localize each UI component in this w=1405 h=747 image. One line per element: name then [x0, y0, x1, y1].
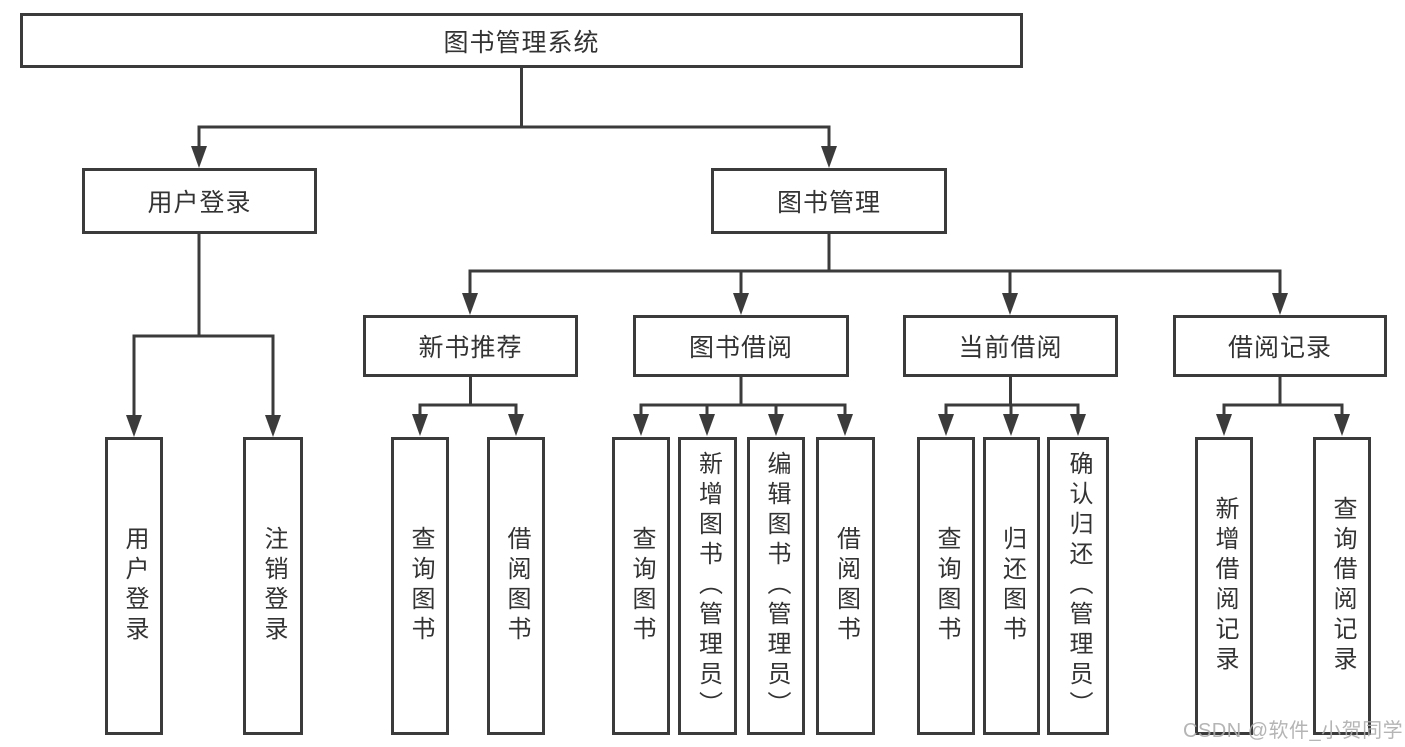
- leaf-query-books-current-label: 查询图书: [933, 526, 960, 646]
- leaf-user-login-label: 用户登录: [121, 526, 148, 646]
- leaf-query-books-borrowing: 查询图书: [612, 437, 670, 735]
- leaf-query-books-recommend-label: 查询图书: [407, 526, 434, 646]
- connector-current-borrowing-to-leaves: [938, 377, 1086, 436]
- leaf-add-borrow-record-label: 新增借阅记录: [1211, 496, 1238, 676]
- node-borrowing-records-label: 借阅记录: [1227, 334, 1332, 362]
- watermark: CSDN @软件_小贺同学: [1183, 720, 1404, 742]
- leaf-return-books-label: 归还图书: [998, 526, 1026, 646]
- leaf-borrow-books-borrowing: 借阅图书: [816, 437, 875, 735]
- leaf-borrow-books-recommend: 借阅图书: [487, 437, 545, 735]
- node-book-borrowing-label: 图书借阅: [688, 334, 793, 362]
- leaf-logout: 注销登录: [243, 437, 303, 735]
- leaf-confirm-return-admin: 确认归还（管理员）: [1047, 437, 1109, 735]
- leaf-borrow-books-borrowing-label: 借阅图书: [832, 526, 860, 646]
- node-book-management-label: 图书管理: [776, 189, 881, 217]
- leaf-return-books: 归还图书: [983, 437, 1040, 735]
- leaf-query-books-current: 查询图书: [917, 437, 975, 735]
- leaf-edit-book-admin-label: 编辑图书（管理员）: [763, 451, 790, 721]
- leaf-add-book-admin: 新增图书（管理员）: [678, 437, 737, 735]
- node-root-label: 图书管理系统: [443, 28, 600, 57]
- node-new-book-recommend-label: 新书推荐: [418, 334, 523, 362]
- node-book-management: 图书管理: [711, 168, 947, 234]
- leaf-borrow-books-recommend-label: 借阅图书: [503, 526, 530, 646]
- connector-user-login-to-leaves: [126, 234, 281, 437]
- node-book-borrowing: 图书借阅: [633, 315, 849, 377]
- connector-borrowing-records-to-leaves: [1216, 377, 1350, 436]
- node-user-login: 用户登录: [82, 168, 317, 234]
- connector-root-to-level2: [191, 68, 837, 168]
- connector-new-book-recommend-to-leaves: [412, 377, 524, 436]
- leaf-add-book-admin-label: 新增图书（管理员）: [694, 451, 722, 721]
- leaf-logout-label: 注销登录: [260, 526, 287, 646]
- node-current-borrowing: 当前借阅: [903, 315, 1118, 377]
- node-borrowing-records: 借阅记录: [1173, 315, 1387, 377]
- leaf-query-books-borrowing-label: 查询图书: [628, 526, 655, 646]
- leaf-user-login: 用户登录: [105, 437, 163, 735]
- node-current-borrowing-label: 当前借阅: [958, 334, 1063, 362]
- leaf-confirm-return-admin-label: 确认归还（管理员）: [1065, 451, 1092, 721]
- connector-book-management-to-level3: [462, 234, 1288, 315]
- node-root: 图书管理系统: [20, 13, 1023, 68]
- leaf-edit-book-admin: 编辑图书（管理员）: [747, 437, 805, 735]
- leaf-query-borrow-record-label: 查询借阅记录: [1329, 496, 1356, 676]
- connector-book-borrowing-to-leaves: [633, 377, 853, 436]
- leaf-query-books-recommend: 查询图书: [391, 437, 449, 735]
- leaf-query-borrow-record: 查询借阅记录: [1313, 437, 1371, 735]
- leaf-add-borrow-record: 新增借阅记录: [1195, 437, 1253, 735]
- node-new-book-recommend: 新书推荐: [363, 315, 578, 377]
- node-user-login-label: 用户登录: [147, 189, 252, 217]
